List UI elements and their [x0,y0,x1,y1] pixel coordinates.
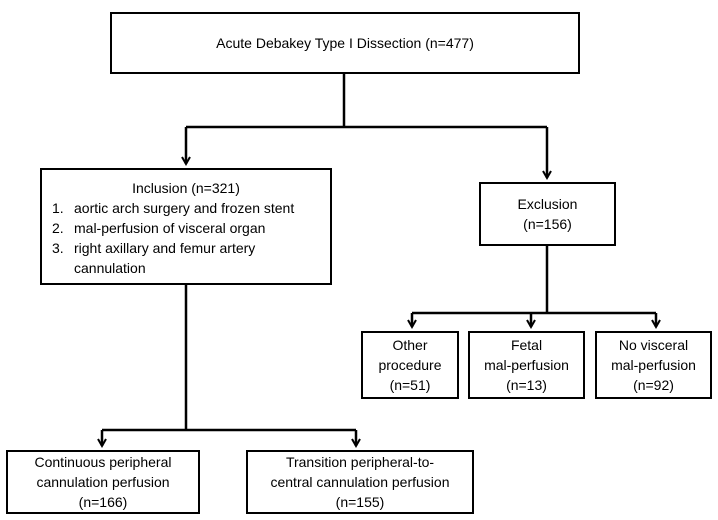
transition-line1: Transition peripheral-to- [285,454,435,470]
other-procedure-line2: procedure [378,357,442,373]
no-visceral-line2: mal-perfusion [611,357,696,373]
criterion-number: 3. [52,240,64,256]
other-procedure-line1: Other [392,337,428,353]
top-box: Acute Debakey Type I Dissection (n=477) [110,12,580,74]
inclusion-criteria-list: 1. aortic arch surgery and frozen stent … [52,198,320,278]
continuous-line1: Continuous peripheral [34,454,172,470]
no-visceral-box: No visceral mal-perfusion (n=92) [595,331,712,399]
exclusion-count: (n=156) [523,216,572,232]
inclusion-criterion: 3. right axillary and femur artery cannu… [52,238,320,278]
exclusion-title: Exclusion [517,196,578,212]
criterion-text: aortic arch surgery and frozen stent [74,200,295,216]
transition-count: (n=155) [335,494,385,510]
criterion-number: 2. [52,220,64,236]
top-box-text: Acute Debakey Type I Dissection (n=477) [216,35,474,51]
other-procedure-count: (n=51) [389,377,431,393]
transition-box: Transition peripheral-to- central cannul… [246,450,474,514]
exclusion-box: Exclusion (n=156) [479,182,616,246]
inclusion-criterion: 2. mal-perfusion of visceral organ [52,218,320,238]
other-procedure-box: Other procedure (n=51) [361,331,459,399]
fetal-count: (n=13) [506,377,547,393]
continuous-line2: cannulation perfusion [36,474,170,490]
transition-line2: central cannulation perfusion [270,474,450,490]
inclusion-title: Inclusion (n=321) [132,180,240,196]
inclusion-box: Inclusion (n=321) 1. aortic arch surgery… [40,168,332,285]
criterion-text: right axillary and femur artery cannulat… [74,240,256,276]
criterion-text: mal-perfusion of visceral organ [74,220,266,236]
fetal-box: Fetal mal-perfusion (n=13) [468,331,585,399]
fetal-line2: mal-perfusion [484,357,569,373]
fetal-line1: Fetal [510,337,543,353]
continuous-count: (n=166) [78,494,128,510]
no-visceral-line1: No visceral [618,337,689,353]
continuous-box: Continuous peripheral cannulation perfus… [6,450,200,514]
no-visceral-count: (n=92) [633,377,674,393]
criterion-number: 1. [52,200,64,216]
inclusion-criterion: 1. aortic arch surgery and frozen stent [52,198,320,218]
